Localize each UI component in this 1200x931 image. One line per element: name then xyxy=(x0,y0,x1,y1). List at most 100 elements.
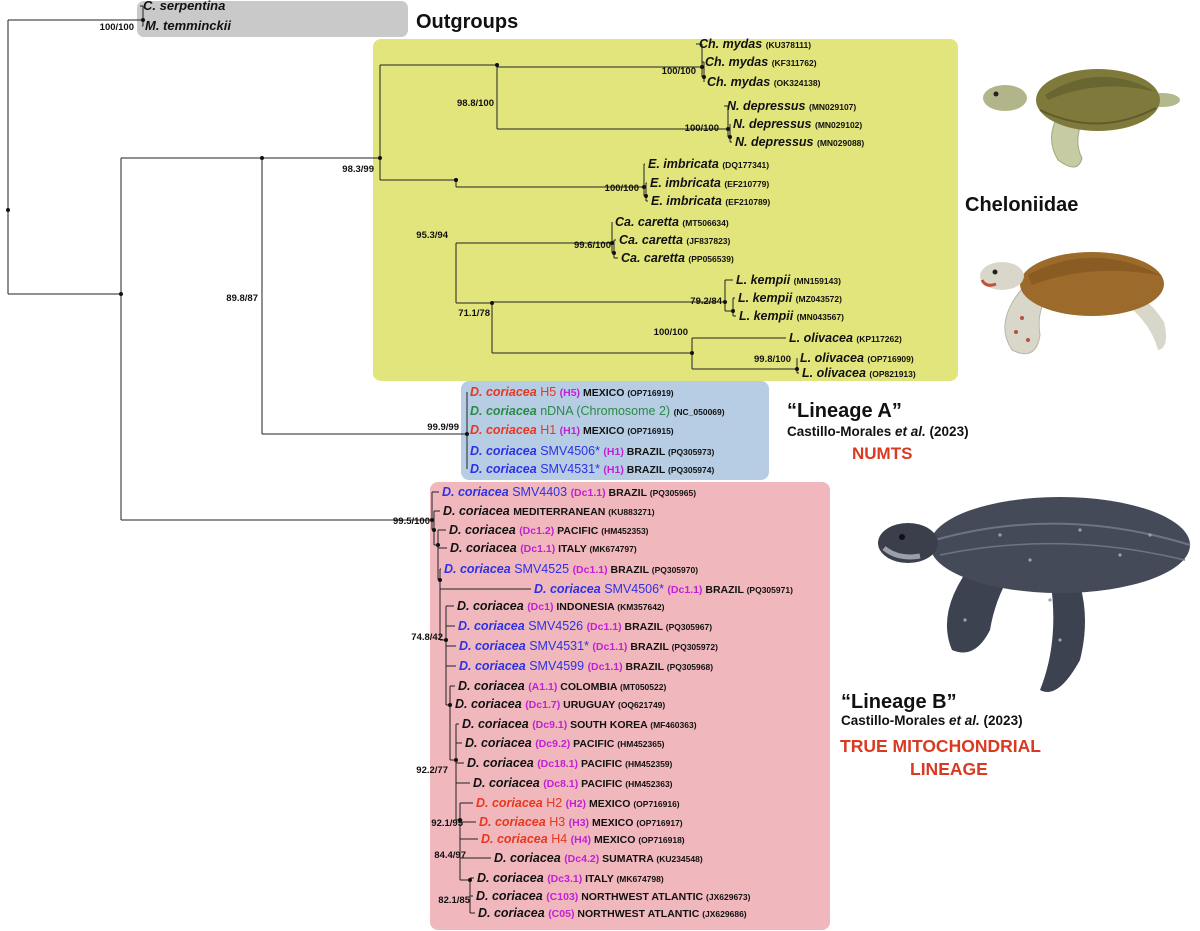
tip-label: E. imbricata (EF210789) xyxy=(651,194,770,208)
lineage-a-citation: Castillo-Morales et al. (2023) xyxy=(787,424,969,439)
tip-label: D. coriacea SMV4506* (Dc1.1) BRAZIL (PQ3… xyxy=(534,582,793,596)
node-dot xyxy=(723,300,727,304)
tip-label: Ch. mydas (OK324138) xyxy=(707,75,821,89)
tip-label: D. coriacea SMV4531* (H1) BRAZIL (PQ3059… xyxy=(470,462,714,476)
cheloniidae-label: Cheloniidae xyxy=(965,194,1078,216)
tip-label: Ca. caretta (JF837823) xyxy=(619,233,731,247)
support-value: 89.8/87 xyxy=(226,293,258,304)
tip-label: L. kempii (MN043567) xyxy=(739,309,844,323)
node-dot xyxy=(6,208,10,212)
tip-label: D. coriacea SMV4531* (Dc1.1) BRAZIL (PQ3… xyxy=(459,639,718,653)
tip-label: D. coriacea (Dc1.2) PACIFIC (HM452353) xyxy=(449,523,649,537)
tip-label: D. coriacea (C05) NORTHWEST ATLANTIC (JX… xyxy=(478,906,747,920)
cheloniidae-box xyxy=(373,39,958,381)
support-value: 92.1/95 xyxy=(431,818,463,829)
node-dot xyxy=(610,241,614,245)
support-value: 100/100 xyxy=(605,183,639,194)
node-dot xyxy=(430,518,434,522)
tip-label: N. depressus (MN029102) xyxy=(733,117,862,131)
loggerhead-turtle-illustration xyxy=(980,252,1166,355)
node-dot xyxy=(448,703,452,707)
leatherback-turtle-illustration xyxy=(878,497,1191,692)
node-dot xyxy=(700,65,704,69)
support-value: 99.5/100 xyxy=(393,516,430,527)
node-dot xyxy=(119,292,123,296)
node-dot xyxy=(795,367,799,371)
tip-label: Ca. caretta (MT506634) xyxy=(615,215,729,229)
tip-label: N. depressus (MN029107) xyxy=(727,99,856,113)
tip-label: D. coriacea nDNA (Chromosome 2) (NC_0500… xyxy=(470,404,725,418)
support-value: 79.2/84 xyxy=(690,296,722,307)
support-value: 99.9/99 xyxy=(427,422,459,433)
lineage-b-box xyxy=(430,482,830,930)
support-value: 99.8/100 xyxy=(754,354,791,365)
node-dot xyxy=(432,528,436,532)
tip-label: D. coriacea (Dc1.7) URUGUAY (OQ621749) xyxy=(455,697,665,711)
tip-label: D. coriacea SMV4526 (Dc1.1) BRAZIL (PQ30… xyxy=(458,619,712,633)
tip-label: D. coriacea (Dc9.1) SOUTH KOREA (MF46036… xyxy=(462,717,697,731)
node-dot xyxy=(438,578,442,582)
support-value: 84.4/97 xyxy=(434,850,466,861)
tip-label: L. kempii (MN159143) xyxy=(736,273,841,287)
numts-label: NUMTS xyxy=(852,444,912,463)
tip-label: L. olivacea (OP821913) xyxy=(802,366,916,380)
node-dot xyxy=(490,301,494,305)
tip-label: L. olivacea (OP716909) xyxy=(800,351,914,365)
tip-label: D. coriacea (Dc18.1) PACIFIC (HM452359) xyxy=(467,756,673,770)
support-value: 100/100 xyxy=(685,123,719,134)
support-value: 82.1/85 xyxy=(438,895,470,906)
support-value: 95.3/94 xyxy=(416,230,448,241)
support-value: 98.8/100 xyxy=(457,98,494,109)
node-dot xyxy=(612,251,616,255)
tip-label: D. coriacea (Dc9.2) PACIFIC (HM452365) xyxy=(465,736,665,750)
tip-label: Ch. mydas (KF311762) xyxy=(705,55,817,69)
tip-label: Ca. caretta (PP056539) xyxy=(621,251,734,265)
support-value: 100/100 xyxy=(662,66,696,77)
true-mito-label-1: TRUE MITOCHONDRIAL xyxy=(840,736,1041,756)
tip-label: E. imbricata (EF210779) xyxy=(650,176,769,190)
tip-label: D. coriacea (Dc4.2) SUMATRA (KU234548) xyxy=(494,851,703,865)
node-dot xyxy=(141,18,145,22)
tree-nodes xyxy=(6,18,799,882)
tip-labels: C. serpentina M. temminckii Ch. mydas (K… xyxy=(143,0,916,920)
outgroups-label: Outgroups xyxy=(416,11,518,33)
lineage-a-label: “Lineage A” xyxy=(787,400,902,422)
node-dot xyxy=(436,543,440,547)
node-dot xyxy=(644,194,648,198)
node-dot xyxy=(728,135,732,139)
node-dot xyxy=(465,432,469,436)
tip-label: D. coriacea SMV4525 (Dc1.1) BRAZIL (PQ30… xyxy=(444,562,698,576)
lineage-b-citation: Castillo-Morales et al. (2023) xyxy=(841,713,1023,728)
support-value: 92.2/77 xyxy=(416,765,448,776)
node-dot xyxy=(495,63,499,67)
tip-label: Ch. mydas (KU378111) xyxy=(699,37,811,51)
node-dot xyxy=(468,878,472,882)
node-dot xyxy=(454,178,458,182)
node-dot xyxy=(444,638,448,642)
node-dot xyxy=(454,758,458,762)
tip-label: D. coriacea (Dc8.1) PACIFIC (HM452363) xyxy=(473,776,673,790)
node-dot xyxy=(690,351,694,355)
support-value: 100/100 xyxy=(654,327,688,338)
tip-label: D. coriacea (C103) NORTHWEST ATLANTIC (J… xyxy=(476,889,751,903)
node-dot xyxy=(726,127,730,131)
tip-label: D. coriacea H3 (H3) MEXICO (OP716917) xyxy=(479,815,683,829)
tip-label: L. olivacea (KP117262) xyxy=(789,331,902,345)
tip-label: C. serpentina xyxy=(143,0,225,13)
support-values: 100/100100/10098.8/100100/10098.3/99100/… xyxy=(100,22,791,906)
tip-label: D. coriacea SMV4506* (H1) BRAZIL (PQ3059… xyxy=(470,444,714,458)
support-value: 71.1/78 xyxy=(458,308,490,319)
tip-label: N. depressus (MN029088) xyxy=(735,135,864,149)
support-value: 99.6/100 xyxy=(574,240,611,251)
support-value: 100/100 xyxy=(100,22,134,33)
tip-label: D. coriacea H4 (H4) MEXICO (OP716918) xyxy=(481,832,685,846)
tip-label: D. coriacea H1 (H1) MEXICO (OP716915) xyxy=(470,423,674,437)
node-dot xyxy=(731,309,735,313)
support-value: 74.8/42 xyxy=(411,632,443,643)
node-dot xyxy=(458,818,462,822)
tip-label: D. coriacea SMV4599 (Dc1.1) BRAZIL (PQ30… xyxy=(459,659,713,673)
tip-label: D. coriacea (Dc1) INDONESIA (KM357642) xyxy=(457,599,665,613)
green-turtle-illustration xyxy=(983,69,1180,168)
tip-label: L. kempii (MZ043572) xyxy=(738,291,842,305)
